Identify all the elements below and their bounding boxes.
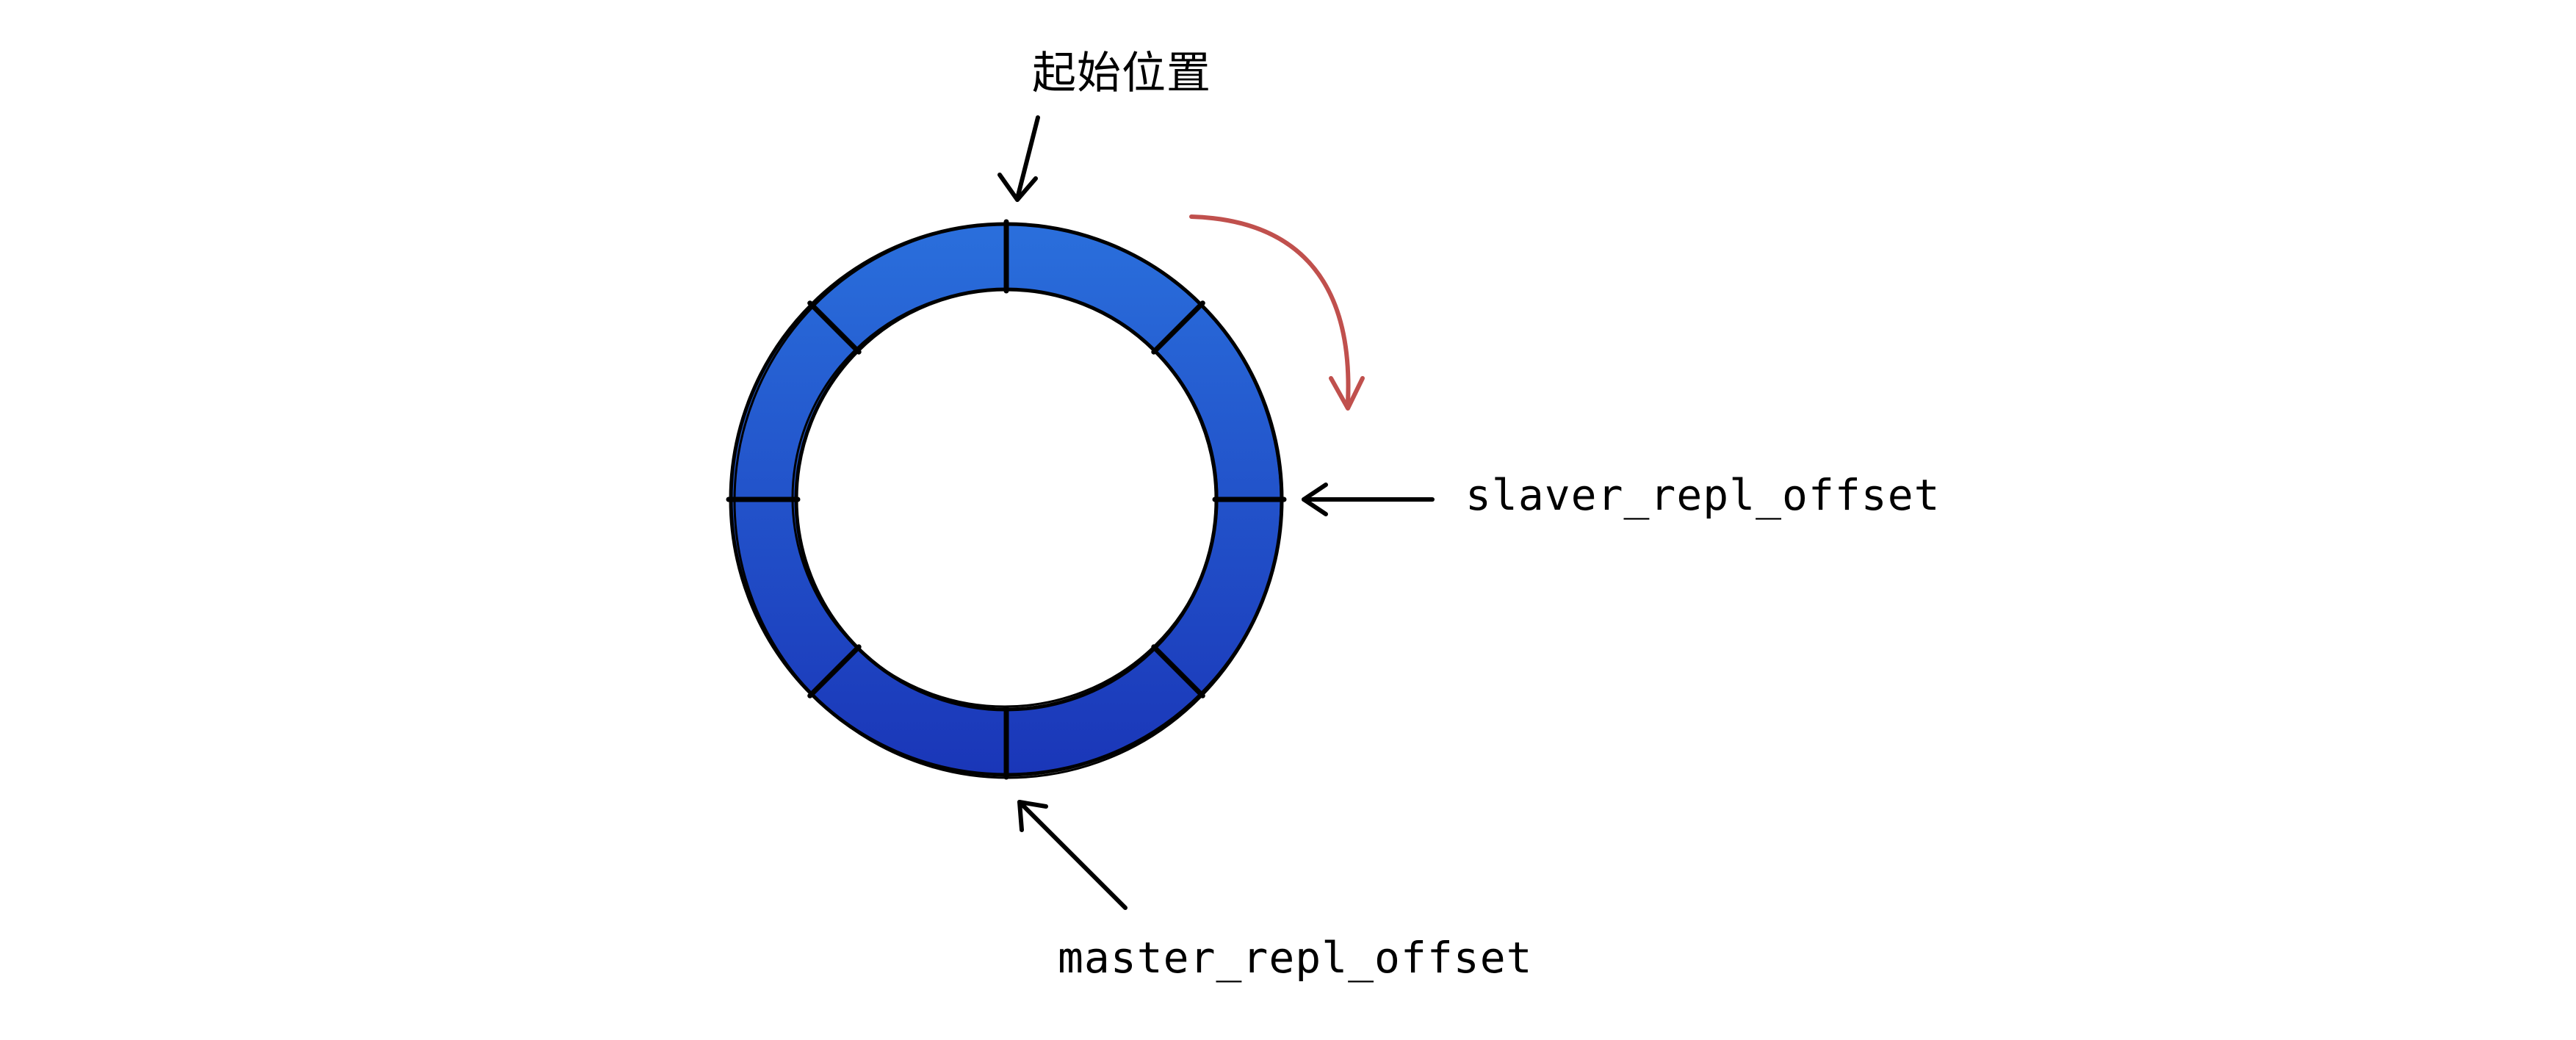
direction-arrow (1189, 214, 1365, 411)
slave-offset-arrow (1302, 483, 1435, 516)
ring-segment-divider (807, 644, 862, 698)
master-offset-arrow (1017, 800, 1128, 910)
slave-repl-offset-label: slaver_repl_offset (1465, 470, 1941, 520)
ring-segment-divider (807, 300, 862, 355)
ring-segment-divider (1151, 300, 1205, 355)
start-position-arrow (997, 115, 1040, 202)
ring-segment-divider (1151, 644, 1205, 698)
start-position-label: 起始位置 (1032, 48, 1211, 99)
ring-segment-dividers (726, 219, 1287, 780)
master-repl-offset-label: master_repl_offset (1058, 933, 1533, 983)
